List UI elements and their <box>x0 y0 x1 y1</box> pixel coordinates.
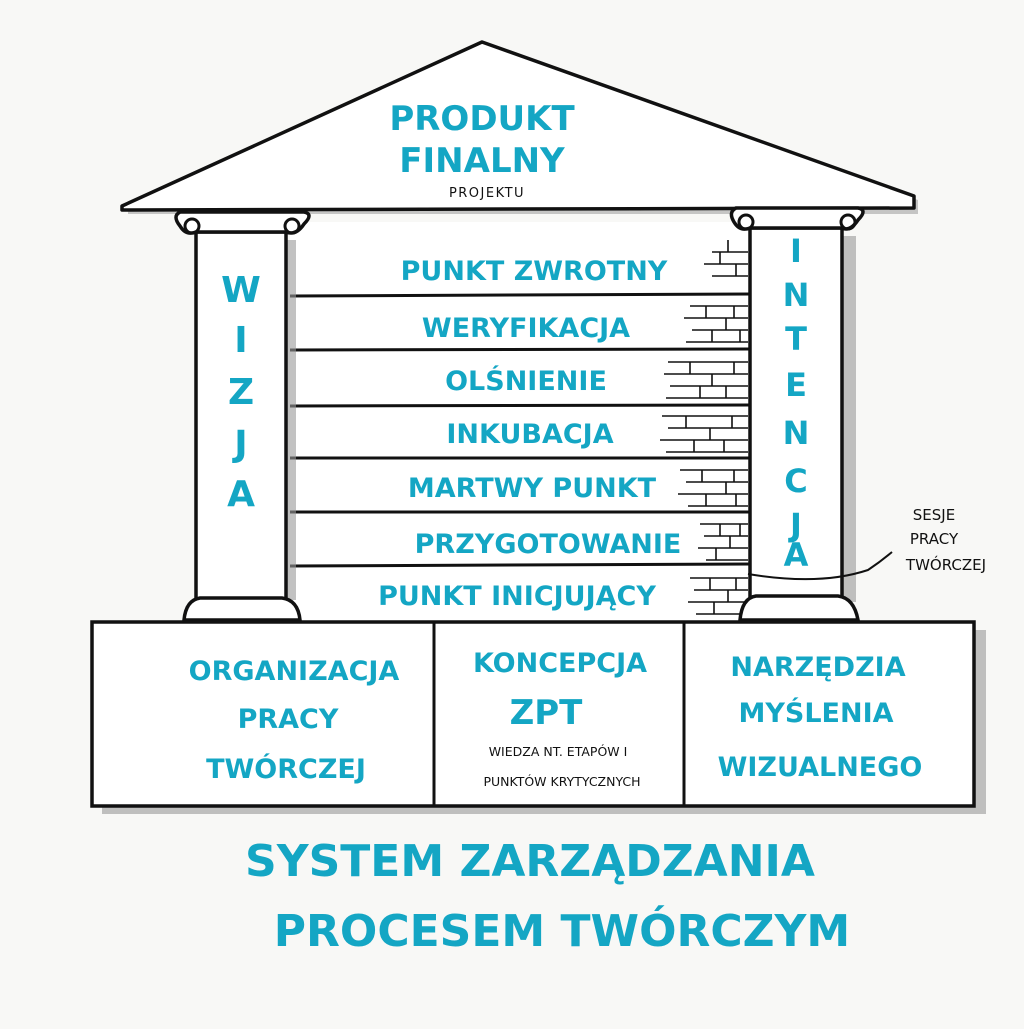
stage-label: PUNKT ZWROTNY <box>401 256 668 287</box>
stage-label: WERYFIKACJA <box>422 313 630 344</box>
stage-label: MARTWY PUNKT <box>408 473 657 504</box>
right-pillar-letter: N <box>783 276 810 314</box>
roof: PRODUKT FINALNY PROJEKTU <box>122 42 918 214</box>
left-pillar-letter: A <box>227 474 255 515</box>
base-middle-line2: ZPT <box>510 693 584 733</box>
base-middle-line1: KONCEPCJA <box>473 648 647 679</box>
base-left-line2: PRACY <box>238 704 339 735</box>
stage-divider <box>290 564 752 566</box>
annotation-line3: TWÓRCZEJ <box>905 555 986 574</box>
stage-divider <box>290 349 752 350</box>
stage-label: INKUBACJA <box>446 419 613 450</box>
left-pillar: W I Z J A <box>176 212 309 620</box>
base-middle-note1: WIEDZA NT. ETAPÓW I <box>489 744 628 759</box>
right-pillar: I N T E N C J A <box>731 208 863 620</box>
footer-title-line2: PROCESEM TWÓRCZYM <box>274 904 850 957</box>
foundation: ORGANIZACJA PRACY TWÓRCZEJ KONCEPCJA ZPT… <box>92 622 986 814</box>
roof-title-line1: PRODUKT <box>389 99 575 139</box>
annotation-line2: PRACY <box>910 530 959 548</box>
footer-title-line1: SYSTEM ZARZĄDZANIA <box>245 836 815 887</box>
base-right-line1: NARZĘDZIA <box>730 652 905 683</box>
right-pillar-letter: A <box>784 536 809 574</box>
left-pillar-letter: W <box>221 270 261 311</box>
right-pillar-base <box>740 596 858 620</box>
roof-title-line2: FINALNY <box>399 141 565 181</box>
right-pillar-letter: N <box>783 414 810 452</box>
base-right-line3: WIZUALNEGO <box>718 752 923 783</box>
right-pillar-letter: C <box>784 462 807 500</box>
base-middle-note2: PUNKTÓW KRYTYCZNYCH <box>483 774 640 789</box>
base-left-line1: ORGANIZACJA <box>189 656 400 687</box>
footer-title: SYSTEM ZARZĄDZANIA PROCESEM TWÓRCZYM <box>245 836 850 957</box>
stage-label: OLŚNIENIE <box>445 365 607 397</box>
right-pillar-letter: I <box>790 232 802 270</box>
base-right-line2: MYŚLENIA <box>738 697 893 729</box>
left-pillar-letter: Z <box>228 372 254 413</box>
base-left-line3: TWÓRCZEJ <box>206 753 366 785</box>
stage-divider <box>290 294 752 296</box>
roof-subtitle: PROJEKTU <box>449 186 525 201</box>
stage-divider <box>290 405 752 406</box>
left-pillar-letter: I <box>234 320 247 361</box>
right-pillar-letter: E <box>785 366 807 404</box>
stages-wall: PUNKT ZWROTNY WERYFIKACJA OLŚNIENIE INKU… <box>290 222 752 622</box>
left-pillar-letter: J <box>231 424 247 465</box>
right-pillar-letter: T <box>785 320 807 358</box>
stage-label: PRZYGOTOWANIE <box>415 529 682 560</box>
annotation-line1: SESJE <box>913 506 955 524</box>
left-pillar-base <box>184 598 300 620</box>
stage-label: PUNKT INICJUJĄCY <box>378 581 656 612</box>
